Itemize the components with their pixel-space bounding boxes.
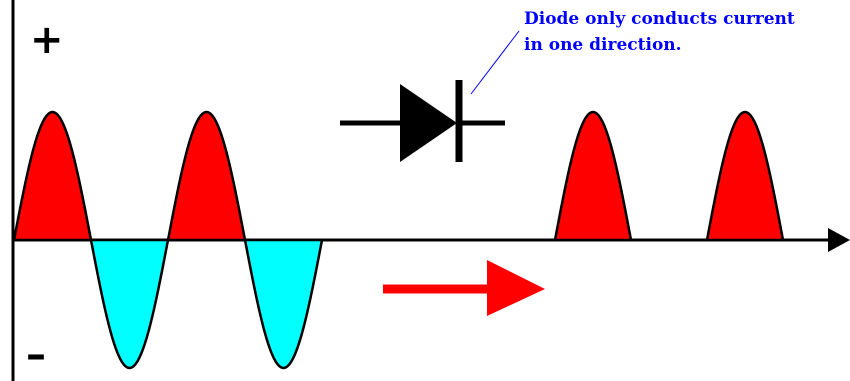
callout-text-line-2: in one direction. [524,35,682,55]
minus-sign: – [26,332,46,378]
arrow-head [487,260,545,316]
input-ac-waveform [12,110,324,370]
callout-text-line-1: Diode only conducts current [524,9,795,29]
output-positive-half-cycle-3 [705,110,785,242]
plus-sign: + [30,17,64,63]
x-axis-arrowhead [828,228,850,252]
output-positive-half-cycle-1 [553,110,633,242]
output-rectified-waveform [553,110,785,242]
input-positive-half-cycle-3 [166,110,247,242]
input-negative-half-cycle-4 [243,238,324,370]
diode-anode-triangle [400,84,457,162]
input-negative-half-cycle-2 [89,238,170,370]
diode-icon [340,80,505,162]
input-positive-half-cycle-1 [12,110,93,242]
right-arrow-icon [383,260,545,316]
callout-leader-line [470,30,520,95]
